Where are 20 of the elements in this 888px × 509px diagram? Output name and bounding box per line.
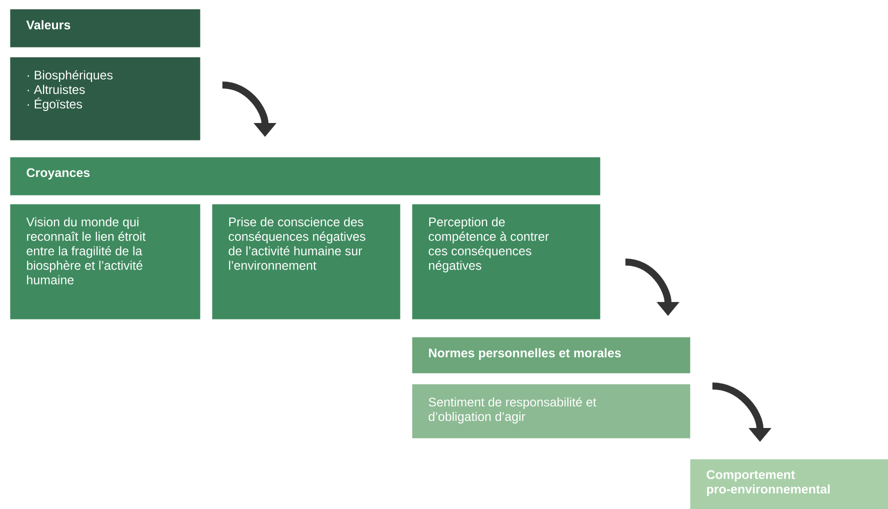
- node-label: Vision du monde qui reconnaît le lien étroit entre la fragilité de la biosphère et l’activité humaine: [26, 217, 146, 284]
- node-label: Comportement pro-environnemental: [706, 470, 830, 496]
- node-label: · Altruistes: [28, 84, 85, 94]
- text-box: [212, 204, 400, 320]
- list-box: [10, 57, 200, 140]
- node-label: · Égoïstes: [28, 98, 82, 111]
- text-box: [10, 204, 200, 320]
- node-label: Prise de conscience des conséquences négatives de l’activité humaine sur l’environnement: [228, 217, 366, 270]
- heading-box: [690, 459, 888, 509]
- node-label: Perception de compétence à contrer ces conséquences négatives: [428, 217, 549, 272]
- node-label: Normes personnelles et morales: [429, 348, 621, 360]
- node-label: Croyances: [26, 168, 90, 180]
- text-box: [412, 384, 690, 438]
- heading-box: [412, 337, 690, 374]
- node-label: · Biosphériques: [28, 70, 113, 82]
- node-label: Sentiment de responsabilité et d’obligation d’agir: [428, 397, 596, 424]
- heading-box: [10, 157, 600, 196]
- node-label: Valeurs: [26, 20, 70, 30]
- text-box: [412, 204, 600, 320]
- heading-box: [10, 9, 200, 48]
